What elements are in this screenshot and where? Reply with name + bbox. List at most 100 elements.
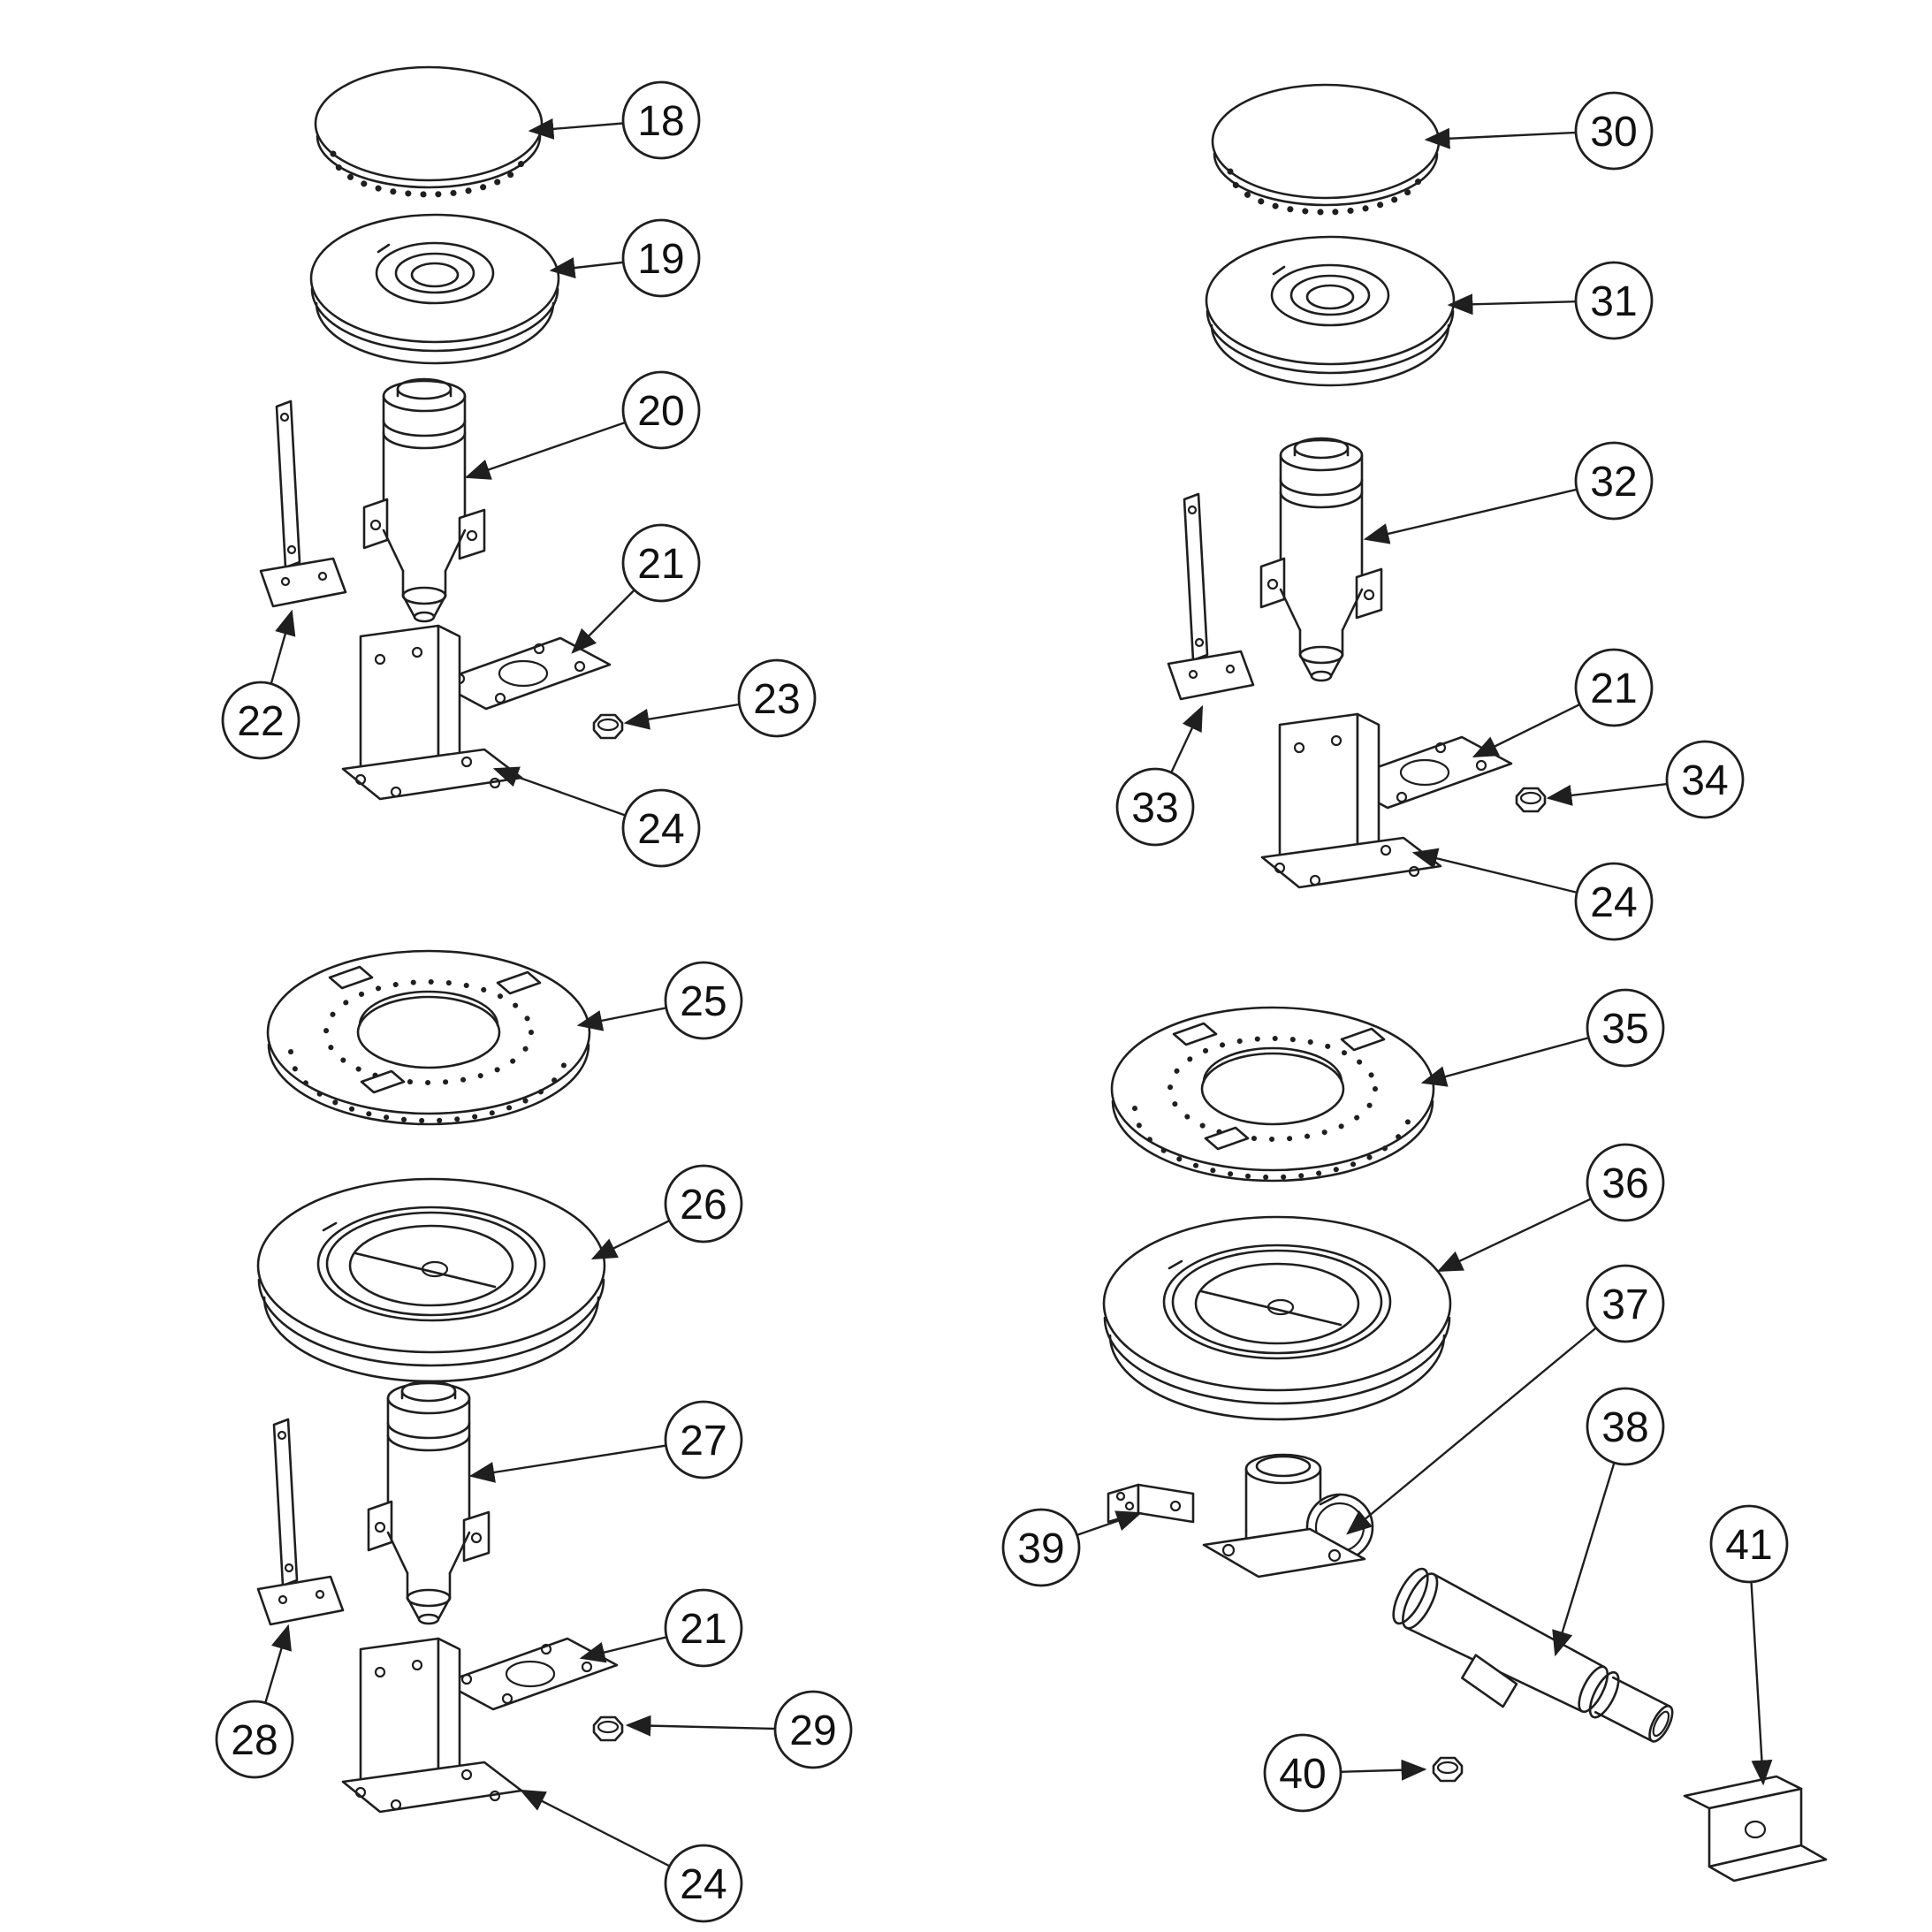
callout-37: 37 xyxy=(1586,1264,1665,1343)
callout-34: 34 xyxy=(1665,740,1745,819)
callout-label: 21 xyxy=(637,541,684,588)
orifice-hood-drawing xyxy=(1515,787,1547,813)
callout-circle xyxy=(215,1700,294,1779)
callout-40: 40 xyxy=(1263,1733,1343,1813)
callout-21-bottom-left: 21 xyxy=(664,1588,743,1668)
elbow-body-drawing xyxy=(1202,1453,1374,1578)
callout-19: 19 xyxy=(621,218,701,298)
mounting-bracket-drawing xyxy=(1260,712,1442,889)
callout-circle xyxy=(664,1400,743,1479)
burner-head-drawing xyxy=(309,213,560,365)
callout-label: 21 xyxy=(1590,666,1637,712)
callout-27: 27 xyxy=(664,1400,743,1479)
callout-circle xyxy=(1586,1143,1665,1222)
assembly-top-right xyxy=(1167,85,1547,889)
callout-38: 38 xyxy=(1586,1387,1665,1466)
orifice-plate-drawing xyxy=(442,1637,619,1711)
callout-circle xyxy=(1263,1733,1343,1813)
callout-label: 24 xyxy=(637,806,684,853)
callout-18: 18 xyxy=(621,80,701,160)
callout-22: 22 xyxy=(221,681,300,760)
callout-32: 32 xyxy=(1574,441,1654,521)
callout-circle xyxy=(621,523,701,603)
burner-cap-drawing xyxy=(316,67,542,194)
callout-21-top-right: 21 xyxy=(1574,648,1654,727)
callout-circle xyxy=(1001,1508,1081,1587)
callout-label: 21 xyxy=(680,1606,726,1653)
callout-24-bottom-left: 24 xyxy=(664,1844,743,1923)
callout-circle xyxy=(1574,91,1654,171)
side-bracket-drawing xyxy=(256,1418,345,1626)
callout-35: 35 xyxy=(1586,988,1665,1068)
callout-label: 36 xyxy=(1601,1160,1648,1207)
callout-label: 26 xyxy=(680,1182,726,1228)
venturi-tube-drawing xyxy=(367,1380,491,1625)
callout-label: 38 xyxy=(1601,1404,1648,1451)
leader-line xyxy=(1747,1543,1773,1786)
callout-36: 36 xyxy=(1586,1143,1665,1222)
burner-ring-drawing xyxy=(1112,1008,1434,1181)
callout-39: 39 xyxy=(1001,1508,1081,1587)
callout-30: 30 xyxy=(1574,91,1654,171)
callout-circle xyxy=(1574,441,1654,521)
callout-circle xyxy=(1665,740,1745,819)
callout-label: 37 xyxy=(1601,1282,1648,1328)
callout-circle xyxy=(773,1690,853,1769)
callout-label: 34 xyxy=(1681,757,1728,804)
leader-line xyxy=(1552,1426,1627,1657)
burner-ring-drawing xyxy=(268,951,589,1124)
callout-label: 18 xyxy=(637,98,684,145)
callout-circle xyxy=(1709,1504,1789,1584)
callout-circle xyxy=(1586,988,1665,1068)
leader-lines xyxy=(253,118,1773,1885)
mounting-bracket-drawing xyxy=(341,624,523,801)
callout-label: 20 xyxy=(637,388,684,435)
orifice-hood-drawing xyxy=(1432,1756,1464,1783)
leader-line xyxy=(1363,479,1615,544)
callout-label: 24 xyxy=(680,1861,726,1908)
callout-33: 33 xyxy=(1115,767,1195,847)
callout-41: 41 xyxy=(1709,1504,1789,1584)
callout-circle xyxy=(621,80,701,160)
callout-label: 33 xyxy=(1131,785,1178,832)
callout-28: 28 xyxy=(215,1700,294,1779)
orifice-plate-drawing xyxy=(435,636,612,711)
callout-label: 24 xyxy=(1590,879,1637,926)
callout-24-top-right: 24 xyxy=(1574,862,1654,941)
callout-31: 31 xyxy=(1574,261,1654,340)
assembly-bottom-left xyxy=(256,951,624,1814)
callout-label: 35 xyxy=(1601,1006,1648,1053)
callout-circle xyxy=(1574,862,1654,941)
callout-label: 41 xyxy=(1725,1522,1772,1569)
callout-circle xyxy=(221,681,300,760)
callout-balloons: 18 19 20 21 22 23 24 30 xyxy=(215,80,1789,1923)
callout-circle xyxy=(664,1588,743,1668)
callout-circle xyxy=(737,658,817,738)
side-bracket-drawing xyxy=(1167,492,1255,701)
callout-label: 22 xyxy=(237,698,284,745)
leader-line xyxy=(1346,1303,1626,1535)
venturi-tube-drawing xyxy=(1259,437,1383,682)
callout-24-top-left: 24 xyxy=(621,788,701,868)
callout-label: 31 xyxy=(1590,278,1637,325)
mixer-tube-drawing xyxy=(1373,1563,1684,1779)
callout-circle xyxy=(1115,767,1195,847)
callout-label: 23 xyxy=(753,676,800,723)
callout-label: 32 xyxy=(1590,459,1637,506)
callout-circle xyxy=(621,218,701,298)
callout-label: 29 xyxy=(789,1708,836,1754)
callout-label: 25 xyxy=(680,978,726,1025)
assembly-top-left xyxy=(259,67,624,801)
callout-circle xyxy=(1574,261,1654,340)
callout-label: 28 xyxy=(231,1717,278,1764)
orifice-hood-drawing xyxy=(592,1715,624,1742)
burner-head-drawing xyxy=(1205,235,1456,387)
callout-label: 30 xyxy=(1590,109,1637,156)
assembly-bottom-right xyxy=(1102,1008,1828,1883)
callout-29: 29 xyxy=(773,1690,853,1769)
callout-circle xyxy=(664,961,743,1040)
callout-label: 27 xyxy=(680,1418,726,1464)
callout-circle xyxy=(621,788,701,868)
